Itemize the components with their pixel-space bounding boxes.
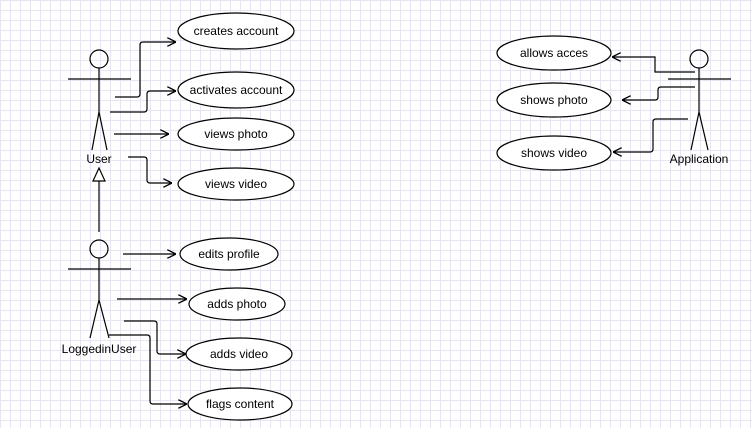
actor-application-label: Application <box>670 152 729 166</box>
connector-user-activates-account <box>110 91 176 113</box>
actor-loggedinuser-label: LoggedinUser <box>62 342 137 356</box>
use-case-ellipse <box>177 71 295 109</box>
actor-application[interactable]: Application <box>668 49 731 166</box>
use-case-ellipse <box>177 117 295 151</box>
use-case-shows-video[interactable]: shows video <box>496 135 612 171</box>
use-case-ellipse <box>177 12 295 50</box>
use-case-ellipse <box>496 35 612 71</box>
generalization-loggedinuser-user <box>92 166 106 232</box>
use-case-views-photo[interactable]: views photo <box>177 117 295 151</box>
use-case-shows-photo[interactable]: shows photo <box>496 82 612 118</box>
use-case-creates-account[interactable]: creates account <box>177 12 295 50</box>
use-case-ellipse <box>177 167 295 201</box>
use-case-views-video[interactable]: views video <box>177 167 295 201</box>
actor-user[interactable]: User <box>68 49 131 166</box>
use-case-adds-photo[interactable]: adds photo <box>188 287 286 321</box>
actor-user-left-leg <box>91 111 100 151</box>
use-case-ellipse <box>179 237 279 271</box>
use-case-label: adds photo <box>207 297 267 311</box>
use-case-edits-profile[interactable]: edits profile <box>179 237 279 271</box>
actor-loggedinuser[interactable]: LoggedinUser <box>62 239 137 356</box>
use-case-label: allows acces <box>520 46 588 60</box>
use-case-ellipse <box>496 82 612 118</box>
use-case-label: creates account <box>194 24 279 38</box>
actor-loggedinuser-right-leg <box>98 299 110 339</box>
use-case-ellipse <box>188 287 286 321</box>
use-case-label: shows photo <box>520 93 588 107</box>
use-case-label: views photo <box>204 127 268 141</box>
use-case-allows-acces[interactable]: allows acces <box>496 35 612 71</box>
use-case-ellipse <box>496 135 612 171</box>
use-case-label: shows video <box>521 146 587 160</box>
actor-loggedinuser-head <box>89 239 109 259</box>
connector-application-shows-photo <box>622 86 695 100</box>
use-case-activates-account[interactable]: activates account <box>177 71 295 109</box>
connector-application-allows-acces <box>612 57 695 73</box>
connector-user-views-video <box>128 156 172 183</box>
use-case-label: activates account <box>190 83 283 97</box>
use-case-ellipse <box>187 387 293 421</box>
use-case-label: views video <box>205 177 267 191</box>
connector-application-shows-video <box>613 118 688 152</box>
generalization-triangle <box>92 166 106 182</box>
connector-loggedinuser-flags-content <box>109 334 187 404</box>
connector-loggedinuser-adds-video <box>124 320 186 354</box>
use-case-adds-video[interactable]: adds video <box>185 337 293 371</box>
use-case-label: edits profile <box>198 247 260 261</box>
connector-user-creates-account <box>115 42 176 98</box>
use-case-label: flags content <box>206 397 275 411</box>
actor-application-left-leg <box>690 111 700 151</box>
actor-user-right-leg <box>98 111 108 151</box>
actor-application-head <box>689 49 709 69</box>
use-case-label: adds video <box>210 347 268 361</box>
actor-user-head <box>89 49 109 69</box>
actor-loggedinuser-left-leg <box>89 299 100 339</box>
actor-application-right-leg <box>698 111 709 151</box>
actor-user-label: User <box>86 152 111 166</box>
use-case-flags-content[interactable]: flags content <box>187 387 293 421</box>
use-case-ellipse <box>185 337 293 371</box>
